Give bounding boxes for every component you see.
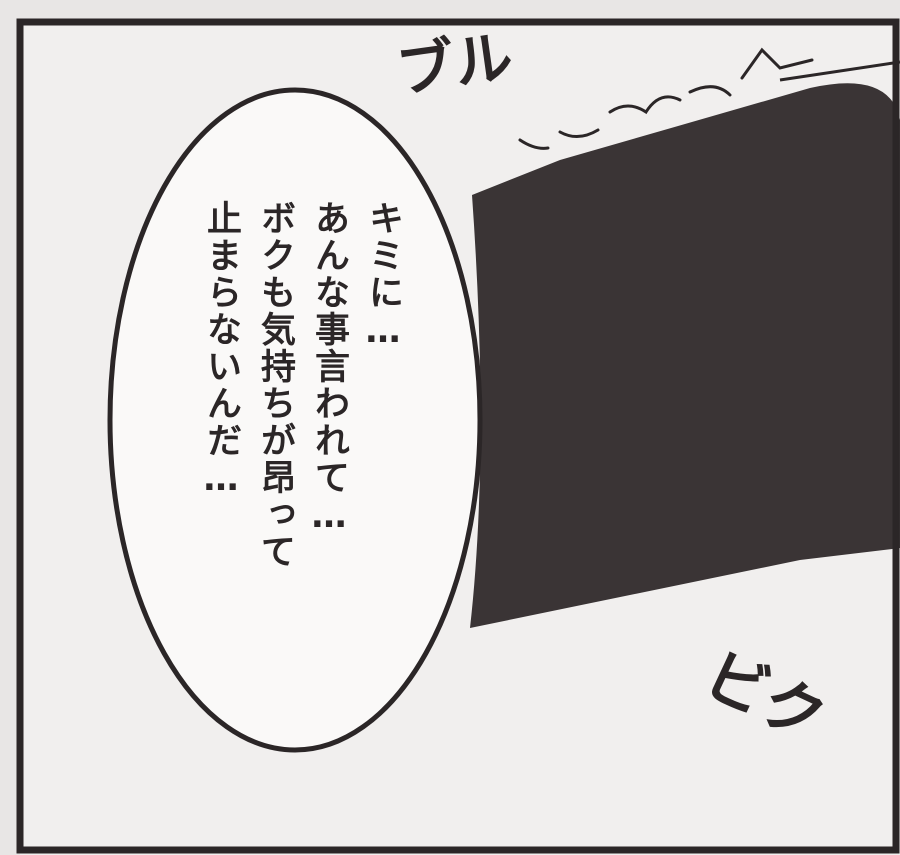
speech-line-2: あんな事言われて… — [309, 200, 349, 538]
vibration-streak — [779, 60, 900, 82]
speech-text: キミに… あんな事言われて… ボクも気持ちが昂って 止まらないんだ… — [190, 200, 410, 620]
sfx-buru: ブル — [392, 22, 516, 105]
speech-line-3: ボクも気持ちが昂って — [255, 200, 295, 570]
speech-bubble — [107, 87, 483, 753]
speech-line-4: 止まらないんだ… — [201, 200, 241, 501]
dark-shape — [470, 83, 900, 628]
speech-line-1: キミに… — [363, 200, 403, 353]
panel-border — [16, 18, 900, 854]
vibration-squiggle — [518, 47, 814, 150]
